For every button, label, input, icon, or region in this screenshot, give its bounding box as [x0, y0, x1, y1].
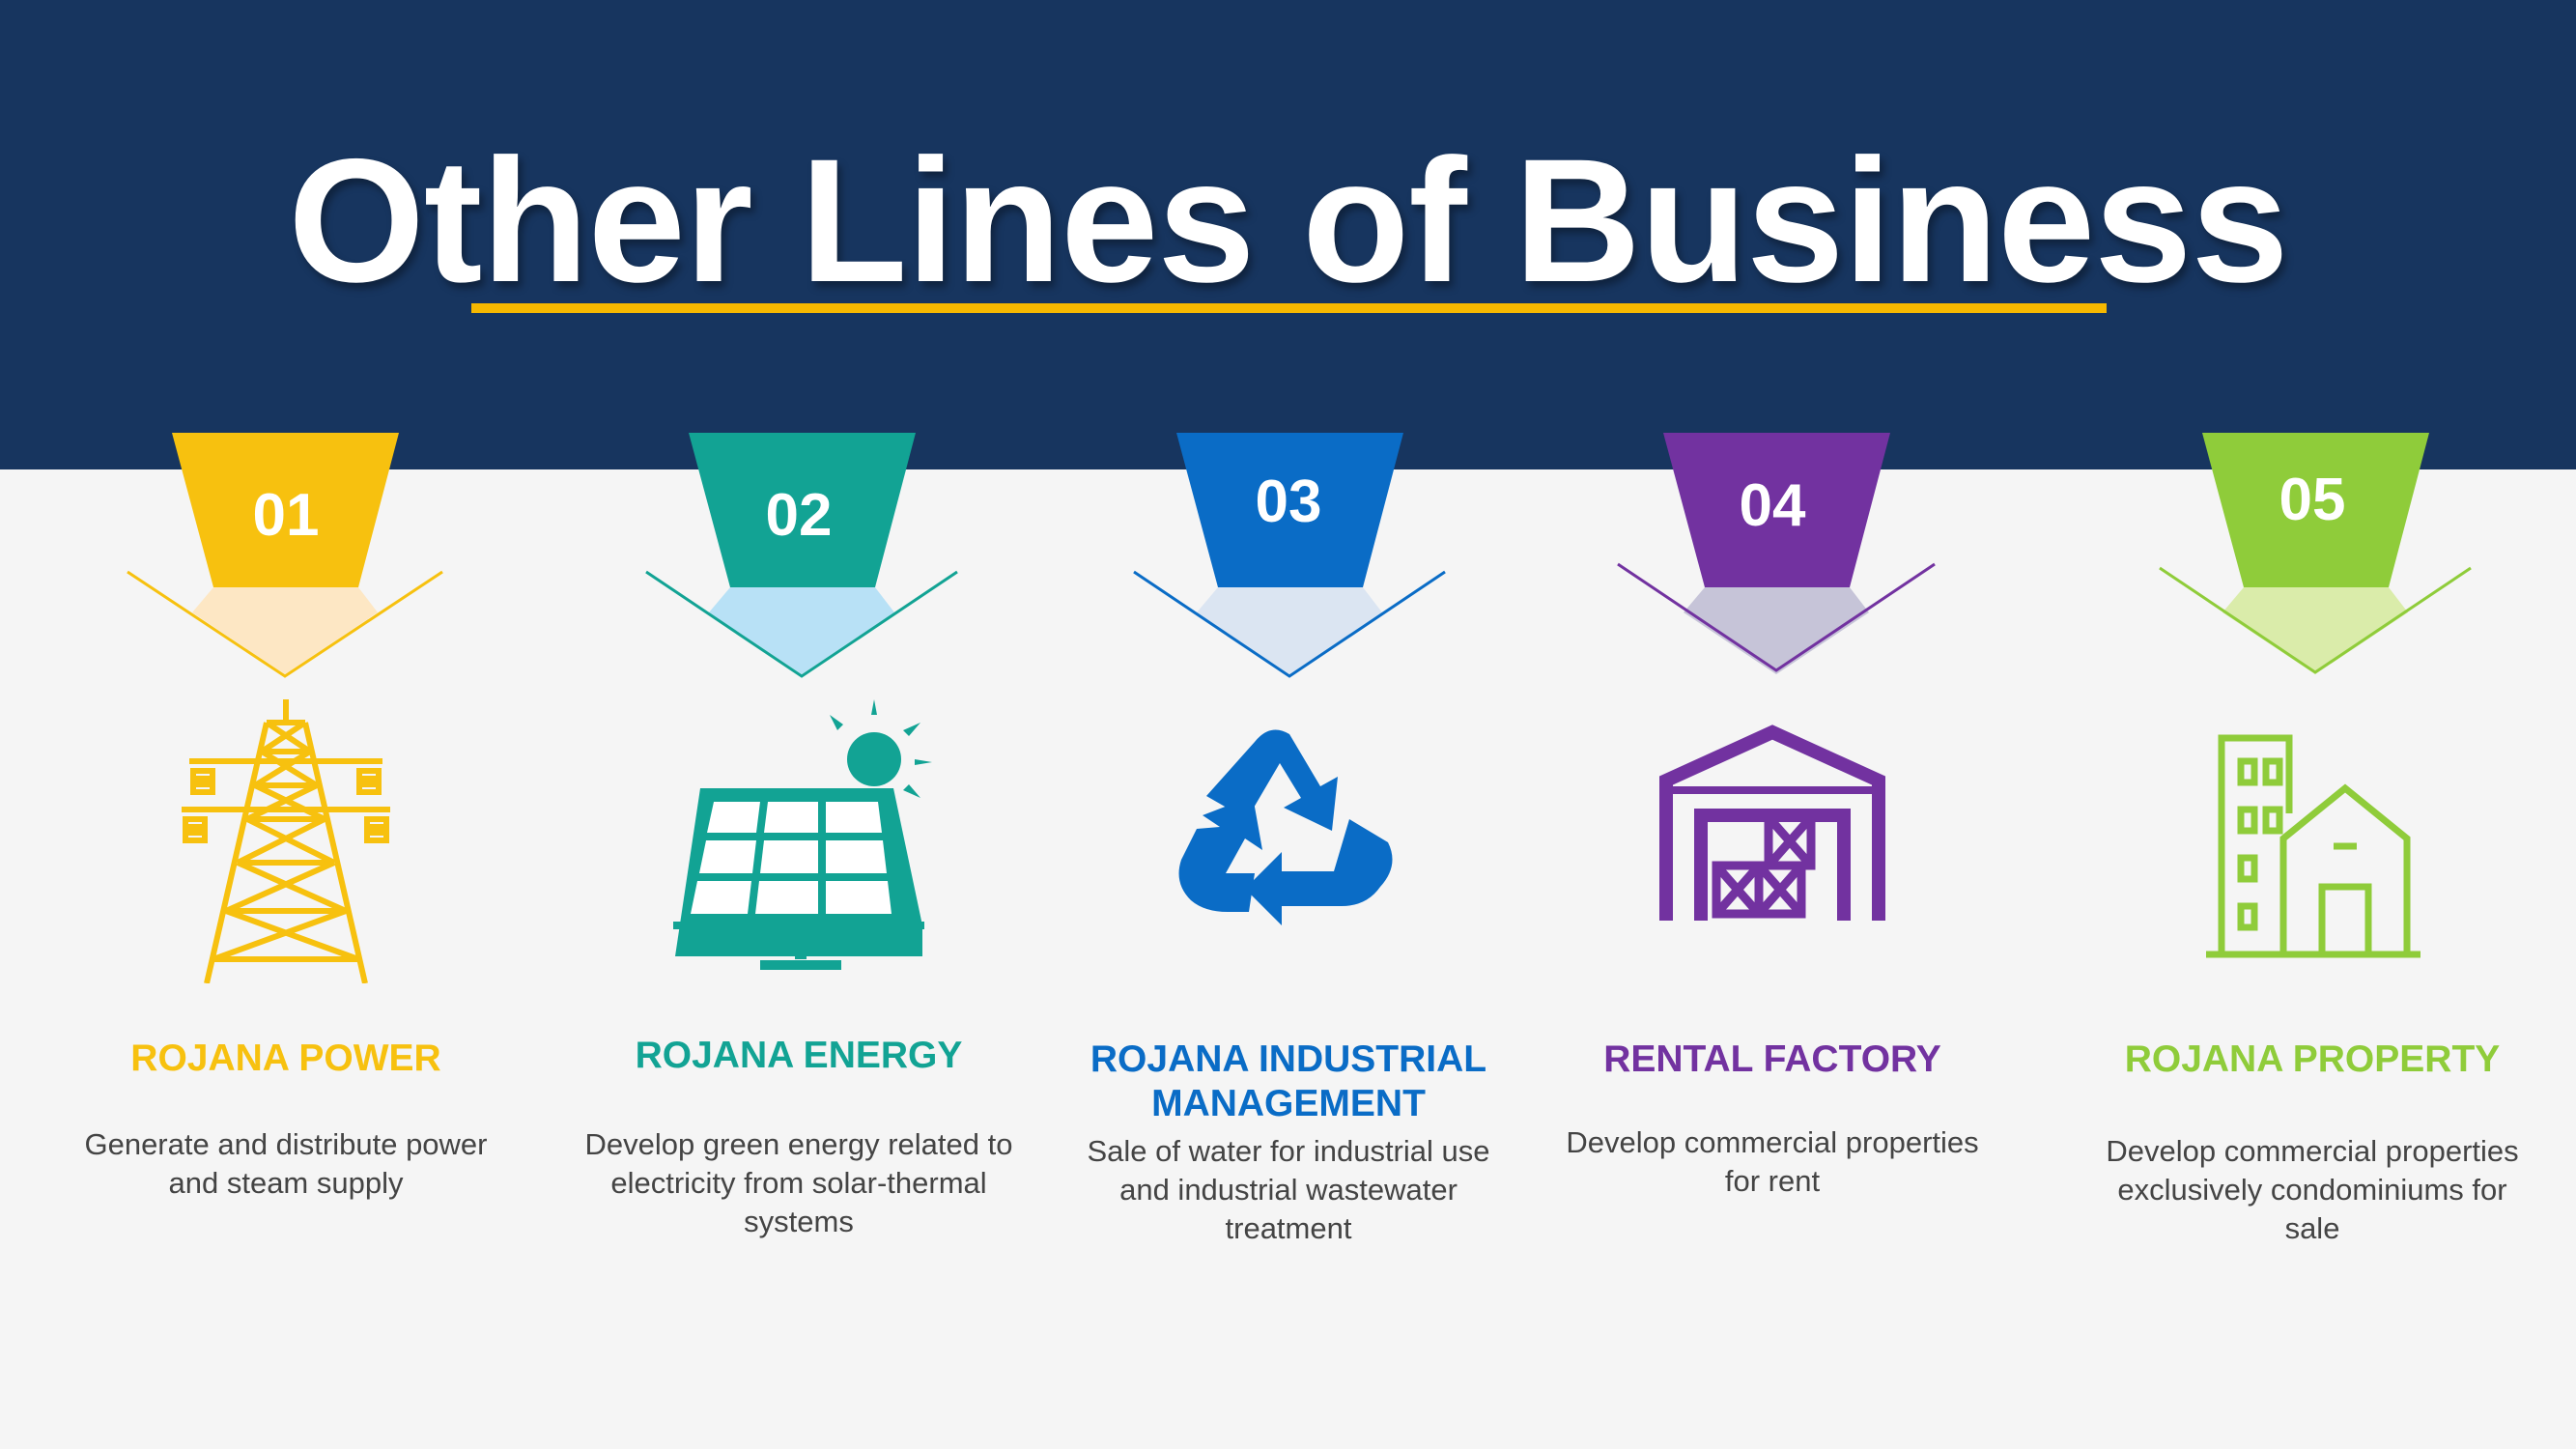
- number-funnel-graphic: [2159, 433, 2472, 674]
- business-item-rental-factory: 04 RENTAL FACTORY Develop commercial pro…: [1550, 433, 1995, 1302]
- item-name: ROJANA ENERGY: [635, 1035, 963, 1076]
- item-description: Sale of water for industrial use and ind…: [1087, 1134, 1490, 1245]
- business-item-property: 05 ROJANA PROPERTY Develop commercial pr…: [2090, 433, 2534, 1302]
- item-name: RENTAL FACTORY: [1603, 1038, 1941, 1080]
- business-item-power: 01 ROJANA POWER Generate a: [64, 433, 508, 1302]
- item-number: 05: [2279, 467, 2346, 533]
- item-name: ROJANA POWER: [130, 1037, 441, 1079]
- power-tower-icon: [64, 694, 508, 983]
- item-number: 03: [1255, 469, 1322, 535]
- title-underline: [471, 303, 2107, 313]
- building-icon: [2090, 732, 2534, 1022]
- business-item-industrial-management: 03 ROJANA INDUSTRIAL MANAGEMENT Sale of …: [1066, 433, 1511, 1302]
- item-name: ROJANA PROPERTY: [2124, 1038, 2501, 1080]
- recycle-icon: [1066, 723, 1511, 1012]
- warehouse-icon: [1550, 723, 1995, 1012]
- item-number: 01: [252, 482, 320, 549]
- item-description: Generate and distribute power and steam …: [84, 1127, 488, 1200]
- item-description: Develop commercial properties exclusivel…: [2106, 1134, 2519, 1245]
- item-number: 04: [1739, 472, 1806, 539]
- number-funnel-graphic: [1617, 433, 1936, 674]
- header-banner: [0, 0, 2576, 469]
- item-name: ROJANA INDUSTRIAL MANAGEMENT: [1090, 1038, 1487, 1124]
- solar-panel-icon: [577, 694, 1021, 983]
- item-number: 02: [765, 482, 833, 549]
- business-item-energy: 02: [577, 433, 1021, 1302]
- item-description: Develop green energy related to electric…: [584, 1127, 1013, 1238]
- number-funnel-graphic: [127, 433, 443, 678]
- number-funnel-graphic: [1133, 433, 1446, 678]
- item-description: Develop commercial properties for rent: [1566, 1125, 1979, 1198]
- page-title: Other Lines of Business: [288, 122, 2288, 319]
- number-funnel-graphic: [645, 433, 958, 678]
